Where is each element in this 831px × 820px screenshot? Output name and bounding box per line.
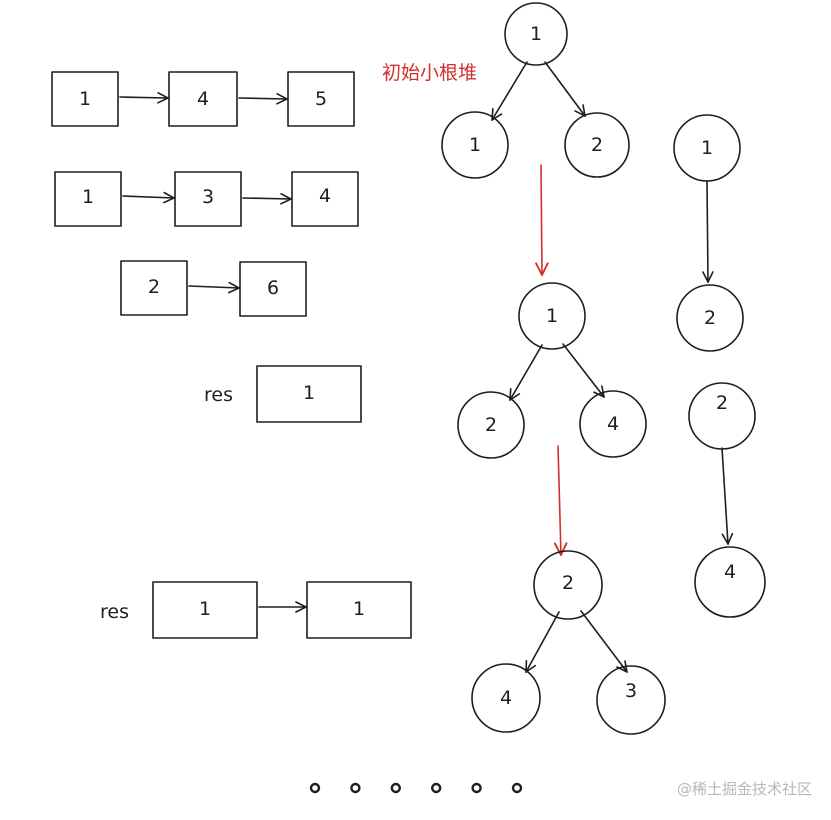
side-chain-2: 2 4 (688, 382, 766, 618)
chain1-arrow (707, 180, 708, 282)
chain2-node-2 (694, 546, 766, 618)
res2-node-2 (306, 581, 412, 639)
res2-value-2: 1 (353, 598, 365, 620)
heap-1: 1 1 2 (441, 2, 630, 179)
list2-node-1 (54, 171, 122, 227)
heap2-edge-left (510, 344, 543, 400)
res-state-2: res 1 1 (100, 581, 412, 639)
ellipsis-dot (471, 782, 482, 794)
heap3-root-value: 2 (562, 572, 574, 594)
heap1-left-value: 1 (469, 134, 481, 156)
linked-list-2: 1 3 4 (54, 171, 359, 227)
heap2-root-value: 1 (546, 305, 558, 327)
chain1-value-2: 2 (704, 307, 716, 329)
ellipsis-dot (350, 782, 361, 794)
res1-value-1: 1 (303, 382, 315, 404)
res2-node-1 (152, 581, 258, 639)
list1-value-2: 4 (197, 88, 209, 110)
heap3-left-node (471, 663, 541, 733)
list2-arrow-2 (242, 198, 291, 199)
ellipsis-dots (309, 782, 523, 794)
list1-arrow-1 (119, 97, 168, 98)
heap1-edge-left (492, 61, 528, 120)
list1-value-1: 1 (79, 88, 91, 110)
watermark: @稀土掘金技术社区 (677, 780, 812, 798)
side-chain-1: 1 2 (673, 114, 744, 352)
chain2-arrow (721, 447, 728, 544)
transition-arrow-2 (558, 445, 561, 555)
list2-value-1: 1 (82, 186, 94, 208)
chain1-value-1: 1 (701, 137, 713, 159)
ellipsis-dot (390, 782, 401, 794)
heap-3: 2 4 3 (471, 550, 666, 735)
heap2-left-value: 2 (485, 414, 497, 436)
ellipsis-dot (431, 782, 442, 794)
chain1-node-1 (673, 114, 741, 182)
heap1-right-node (564, 112, 630, 178)
heap2-right-value: 4 (607, 413, 619, 435)
heap3-right-value: 3 (625, 680, 637, 702)
chain1-node-2 (676, 284, 744, 352)
list2-value-3: 4 (319, 185, 331, 207)
heap2-edge-right (562, 343, 604, 397)
transition-arrow-1 (541, 164, 542, 275)
heap2-root-node (518, 282, 586, 350)
heap3-edge-left (526, 611, 560, 672)
heap-2: 1 2 4 (457, 282, 647, 459)
heap1-left-node (441, 111, 509, 179)
heap2-right-node (579, 390, 647, 458)
heap1-root-value: 1 (530, 23, 542, 45)
heap3-root-node (533, 550, 603, 620)
res1-node-1 (256, 365, 362, 423)
heap3-edge-right (580, 610, 627, 672)
list3-value-2: 6 (267, 277, 279, 299)
heap3-right-node (596, 665, 666, 735)
res-label-2: res (100, 601, 129, 623)
chain2-value-2: 4 (724, 561, 736, 583)
res2-value-1: 1 (199, 598, 211, 620)
heap1-root-node (504, 2, 568, 66)
heap3-left-value: 4 (500, 687, 512, 709)
list1-arrow-2 (238, 98, 287, 99)
list1-node-1 (51, 71, 119, 127)
ellipsis-dot (309, 782, 321, 794)
list3-node-1 (120, 260, 188, 316)
chain2-node-1 (688, 382, 756, 450)
ellipsis-dot (511, 782, 523, 794)
heap2-left-node (457, 391, 525, 459)
list3-arrow-1 (188, 286, 239, 288)
linked-list-3: 2 6 (120, 260, 307, 317)
res-state-1: res 1 (204, 365, 362, 423)
heap-caption: 初始小根堆 (382, 62, 477, 84)
heap1-right-value: 2 (591, 134, 603, 156)
list3-value-1: 2 (148, 276, 160, 298)
list2-value-2: 3 (202, 186, 214, 208)
linked-list-1: 1 4 5 (51, 71, 355, 127)
list1-value-3: 5 (315, 88, 327, 110)
list2-arrow-1 (122, 196, 174, 198)
chain2-value-1: 2 (716, 392, 728, 414)
heap1-edge-right (544, 61, 585, 116)
res-label-1: res (204, 384, 233, 406)
